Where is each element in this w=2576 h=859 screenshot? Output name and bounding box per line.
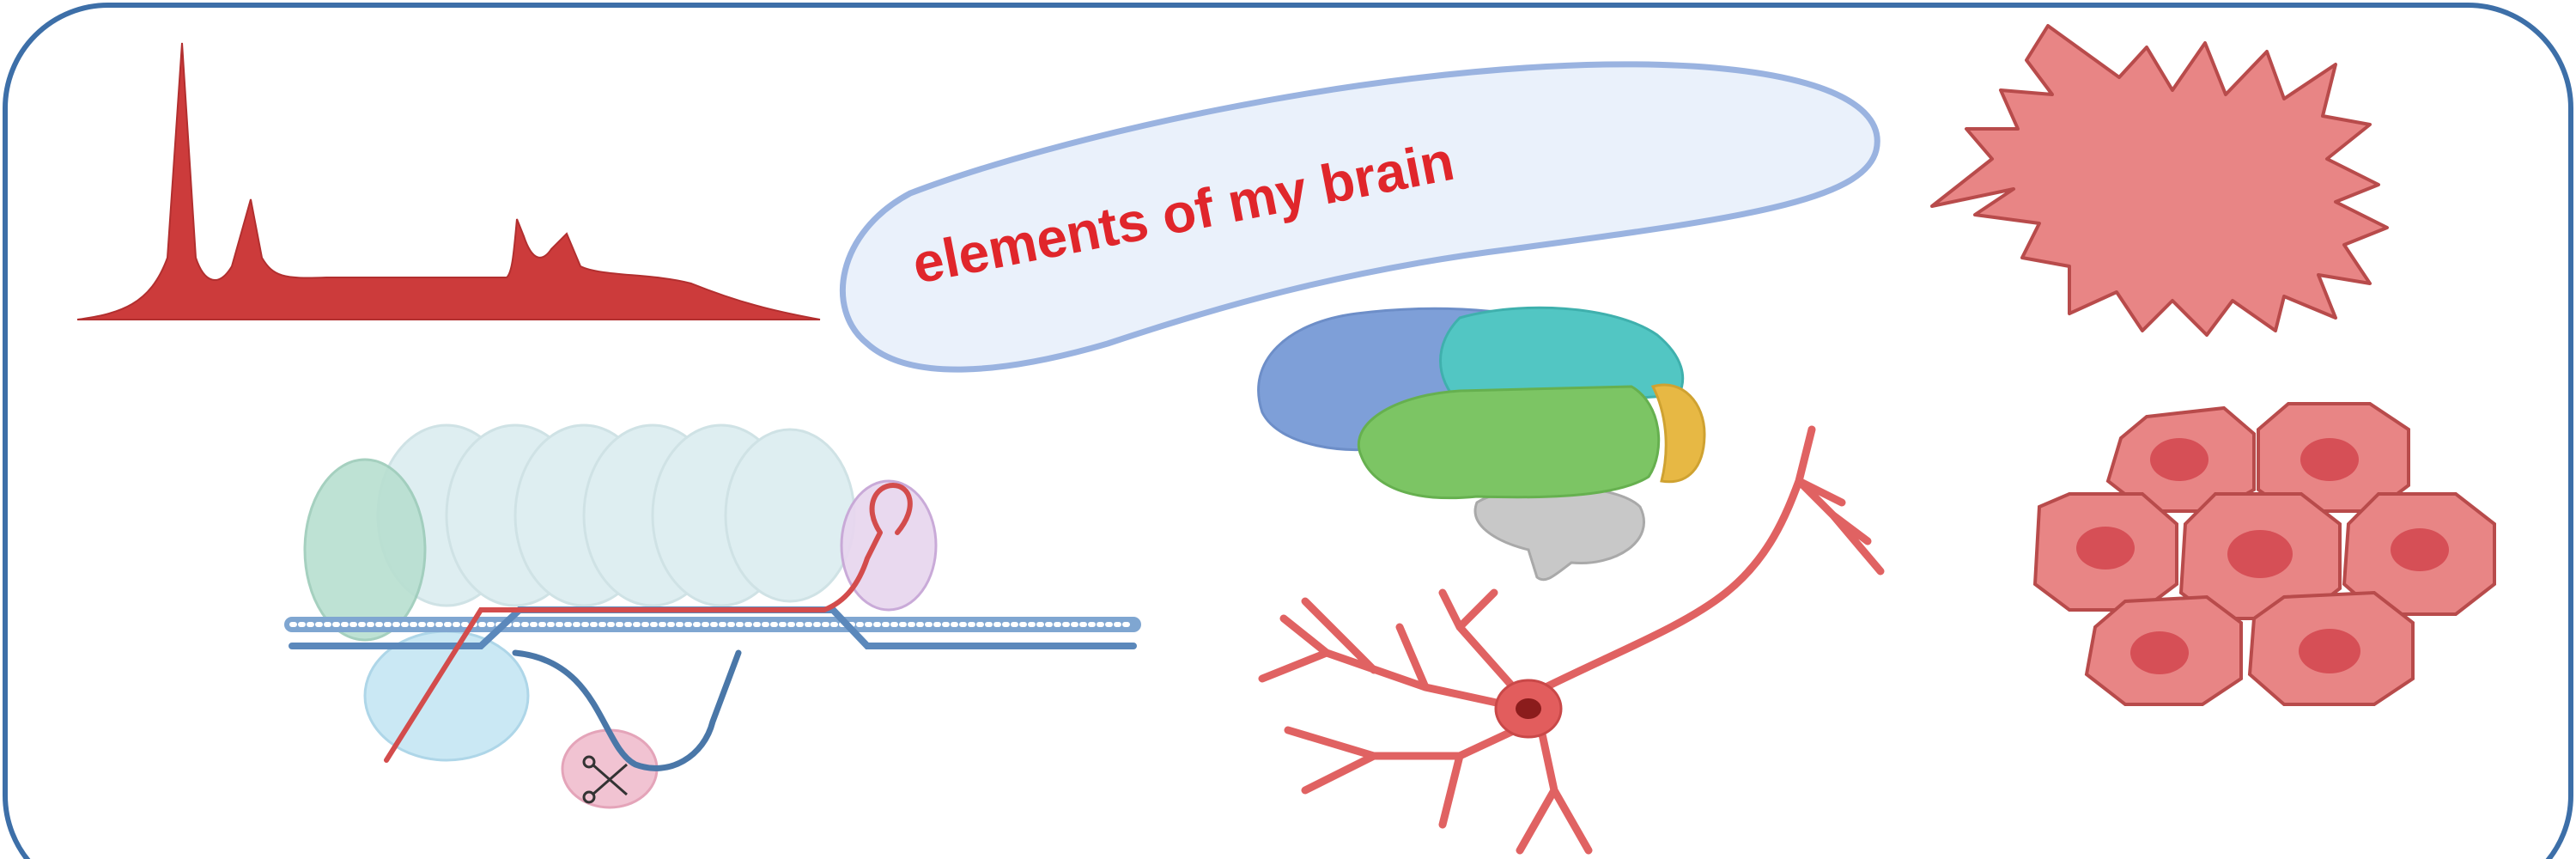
cas9-protein-lobes xyxy=(376,423,856,607)
epithelial-cell xyxy=(2105,405,2256,513)
spectrum-peaks-icon xyxy=(76,42,821,320)
epithelial-cell xyxy=(2257,402,2410,513)
crispr-cas9-complex-icon xyxy=(284,423,1141,809)
neuron-icon xyxy=(1258,425,1885,855)
brain-parietal-lobe xyxy=(1439,306,1685,405)
brain-occipital-lobe xyxy=(1650,383,1706,484)
neuron-nucleus xyxy=(1516,698,1541,719)
spiky-cell-icon xyxy=(1930,24,2389,337)
epithelial-cell xyxy=(2032,492,2178,612)
epithelial-cell xyxy=(2084,594,2243,706)
cas9-nuc-lobe xyxy=(363,630,530,762)
epithelial-cell-cluster-icon xyxy=(2032,402,2496,706)
epithelial-cell xyxy=(2342,492,2496,616)
guide-rna xyxy=(384,482,913,763)
epithelial-cell xyxy=(2178,492,2342,620)
pam-interacting-domain xyxy=(840,479,938,612)
scissors-icon xyxy=(582,755,628,804)
brain-temporal-lobe xyxy=(1357,385,1661,500)
epithelial-cell xyxy=(2247,590,2415,706)
brain-icon xyxy=(1257,306,1706,582)
cas9-rec-lobe xyxy=(303,458,427,642)
